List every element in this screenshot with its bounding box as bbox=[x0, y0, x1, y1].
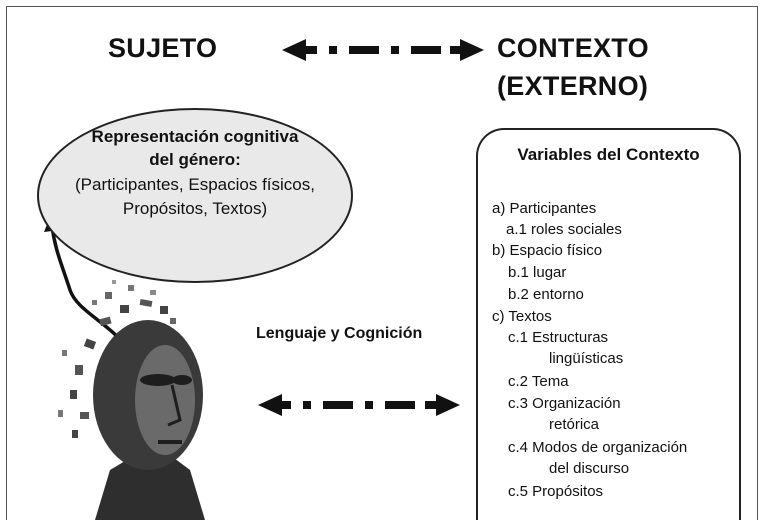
ellipse-body-line2: Propósitos, Textos) bbox=[122, 199, 268, 218]
context-variables-box bbox=[476, 128, 741, 520]
sujeto-heading: SUJETO bbox=[108, 33, 218, 63]
ellipse-title-line2: del género: bbox=[149, 150, 241, 169]
ctx-item-c4: c.4 Modos de organización bbox=[508, 439, 688, 456]
language-cognition-label: Lenguaje y Cognición bbox=[256, 325, 423, 342]
ctx-item-a1: a.1 roles sociales bbox=[506, 221, 622, 238]
cognitive-representation-ellipse bbox=[37, 108, 353, 283]
ctx-item-b1: b.1 lugar bbox=[508, 264, 567, 281]
contexto-heading: CONTEXTO bbox=[497, 33, 649, 63]
ctx-item-c5: c.5 Propósitos bbox=[508, 483, 604, 500]
context-box-title: Variables del Contexto bbox=[517, 145, 700, 164]
ellipse-body-line1: (Participantes, Espacios físicos, bbox=[75, 175, 315, 194]
ctx-item-a: a) Participantes bbox=[492, 200, 597, 217]
ctx-item-c4-cont: del discurso bbox=[549, 460, 630, 477]
ctx-item-c: c) Textos bbox=[492, 308, 552, 325]
ctx-item-b2: b.2 entorno bbox=[508, 286, 584, 303]
ctx-item-c2: c.2 Tema bbox=[508, 373, 569, 390]
ctx-item-c1: c.1 Estructuras bbox=[508, 329, 609, 346]
ellipse-title-line1: Representación cognitiva bbox=[91, 127, 299, 146]
ctx-item-b: b) Espacio físico bbox=[492, 242, 603, 259]
bottom-double-arrow-icon bbox=[258, 394, 460, 416]
externo-heading: (EXTERNO) bbox=[497, 71, 649, 101]
ctx-item-c3-cont: retórica bbox=[549, 416, 600, 433]
head-figure-icon bbox=[58, 280, 205, 520]
diagram-frame bbox=[6, 6, 758, 520]
ctx-item-c1-cont: lingüísticas bbox=[549, 350, 624, 367]
top-double-arrow-icon bbox=[282, 39, 484, 61]
ctx-item-c3: c.3 Organización bbox=[508, 395, 621, 412]
